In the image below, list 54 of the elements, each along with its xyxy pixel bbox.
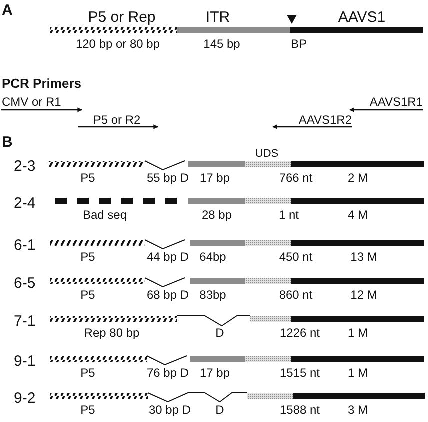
count-label: 2 M [348, 172, 368, 184]
length-label: 83bp [200, 289, 226, 301]
length-label: 450 nt [279, 251, 313, 263]
length-label: 1 nt [279, 209, 299, 221]
primer-label: P5 or R2 [93, 114, 141, 126]
segment-name: Rep 80 bp [84, 327, 140, 339]
clone-label: 6-5 [14, 276, 36, 290]
segment-name: UDS [255, 148, 279, 160]
clone-label: 7-1 [14, 314, 36, 328]
length-label: 17 bp [200, 172, 230, 184]
segment-name: P5 [80, 172, 96, 184]
length-label: 860 nt [279, 289, 313, 301]
count-label: 4 M [348, 209, 368, 221]
count-label: 1 M [348, 367, 368, 379]
length-label: 1226 nt [280, 327, 320, 339]
segment-name: P5 [80, 404, 96, 416]
deletion-label: 76 bp D [146, 367, 190, 379]
count-label: 13 M [350, 251, 378, 263]
length-label: 120 bp or 80 bp [76, 38, 160, 50]
segment-name: P5 [80, 251, 96, 263]
primer-label: CMV or R1 [2, 96, 62, 108]
clone-label: 9-2 [14, 390, 36, 406]
segment-name: P5 [80, 367, 96, 379]
segment-name: Bad seq [82, 209, 128, 221]
panel-letter: B [2, 134, 13, 150]
segment-name: P5 [80, 289, 96, 301]
length-label: 766 nt [279, 172, 313, 184]
section-heading: PCR Primers [2, 76, 82, 90]
clone-label: 6-1 [14, 238, 36, 252]
count-label: 3 M [348, 404, 368, 416]
length-label: 28 bp [202, 209, 232, 221]
segment-name: ITR [206, 10, 230, 24]
clone-label: 2-3 [14, 158, 36, 174]
deletion-label: D [216, 404, 224, 416]
breakpoint-label: BP [291, 38, 307, 50]
count-label: 1 M [348, 327, 368, 339]
length-label: 1515 nt [280, 367, 320, 379]
deletion-label: 44 bp D [146, 251, 190, 263]
segment-name: P5 or Rep [88, 10, 156, 24]
segment-name: AAVS1 [338, 10, 386, 24]
panel-letter: A [2, 2, 13, 18]
length-label: 17 bp [200, 367, 230, 379]
clone-label: 9-1 [14, 354, 36, 368]
length-label: 145 bp [204, 38, 240, 50]
deletion-label: 30 bp D [148, 404, 192, 416]
deletion-label: 68 bp D [146, 289, 190, 301]
primer-label: AAVS1R1 [370, 96, 423, 108]
length-label: 64bp [200, 251, 226, 263]
primer-label: AAVS1R2 [298, 114, 352, 126]
clone-label: 2-4 [14, 196, 36, 210]
length-label: 1588 nt [280, 404, 320, 416]
deletion-label: D [216, 327, 224, 339]
count-label: 12 M [350, 289, 378, 301]
deletion-label: 55 bp D [146, 172, 190, 184]
